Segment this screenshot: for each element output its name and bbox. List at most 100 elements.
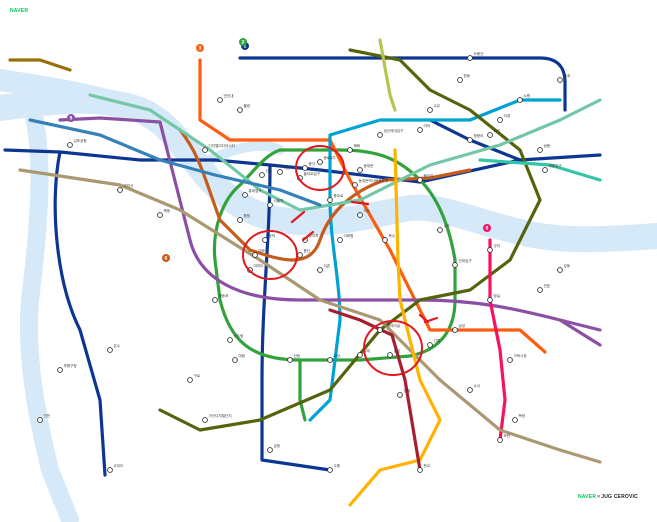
station-34[interactable]	[242, 192, 248, 198]
station-1[interactable]	[457, 77, 463, 83]
station-33[interactable]	[237, 217, 243, 223]
station-label-41: 이태원	[344, 233, 354, 238]
line-badge-circle-5	[67, 114, 75, 122]
station-2[interactable]	[517, 97, 523, 103]
station-7[interactable]	[357, 167, 363, 173]
station-64[interactable]	[37, 417, 43, 423]
line-badge-circle-8	[483, 224, 491, 232]
station-label-7: 동대문	[364, 163, 375, 168]
station-68[interactable]	[417, 467, 423, 473]
line-badge-circle-6	[162, 254, 170, 262]
station-19[interactable]	[487, 247, 493, 253]
station-6[interactable]	[347, 147, 353, 153]
station-67[interactable]	[397, 392, 403, 398]
station-label-68: 판교	[424, 463, 431, 468]
line-badge-3: 3	[196, 44, 204, 52]
station-4[interactable]	[417, 127, 423, 133]
station-24[interactable]	[427, 342, 433, 348]
station-36[interactable]	[262, 237, 268, 243]
station-49[interactable]	[232, 357, 238, 363]
station-22[interactable]	[487, 297, 493, 303]
station-label-60: 태릉입구	[549, 163, 563, 168]
station-47[interactable]	[187, 377, 193, 383]
station-38[interactable]	[297, 252, 303, 258]
station-59[interactable]	[497, 117, 503, 123]
station-label-54: 복정	[519, 413, 526, 418]
station-48[interactable]	[202, 417, 208, 423]
station-label-53: 강동	[564, 263, 571, 268]
station-45[interactable]	[117, 187, 123, 193]
station-58[interactable]	[202, 147, 208, 153]
subway-line-1-segment-2	[260, 163, 332, 472]
station-label-20: 건대입구	[459, 258, 473, 263]
station-30[interactable]	[227, 337, 233, 343]
credit-naver: NAVER	[578, 494, 597, 500]
station-25[interactable]	[387, 352, 393, 358]
station-label-39: 이촌	[324, 263, 331, 268]
station-61[interactable]	[557, 77, 563, 83]
station-55[interactable]	[497, 437, 503, 443]
station-65[interactable]	[107, 467, 113, 473]
station-3[interactable]	[427, 107, 433, 113]
line-badge-2: 2	[239, 38, 247, 46]
station-9[interactable]	[302, 165, 308, 171]
station-53[interactable]	[557, 267, 563, 273]
station-label-51: 가락시장	[514, 353, 528, 358]
station-5[interactable]	[377, 132, 383, 138]
station-0[interactable]	[467, 55, 473, 61]
station-label-27: 고속터미널	[384, 323, 401, 328]
station-31[interactable]	[212, 297, 218, 303]
station-63[interactable]	[57, 367, 63, 373]
station-label-52: 천호	[544, 283, 551, 288]
station-label-16: 청량리	[474, 133, 484, 138]
station-label-3: 수유	[434, 103, 441, 108]
station-66[interactable]	[267, 447, 273, 453]
station-15[interactable]	[417, 177, 423, 183]
line-badge-label-1: 1	[243, 44, 246, 50]
station-60[interactable]	[542, 167, 548, 173]
station-35[interactable]	[259, 172, 265, 178]
subway-line-gimpo-segment-0	[8, 58, 72, 72]
station-57[interactable]	[237, 107, 243, 113]
station-11[interactable]	[267, 202, 273, 208]
station-label-32: 여의도	[254, 263, 265, 268]
station-17[interactable]	[487, 132, 493, 138]
station-39[interactable]	[317, 267, 323, 273]
subway-line-ui-segment-0	[378, 38, 397, 112]
station-20[interactable]	[452, 262, 458, 268]
station-16[interactable]	[467, 137, 473, 143]
station-69[interactable]	[327, 467, 333, 473]
station-46[interactable]	[157, 212, 163, 218]
station-43[interactable]	[382, 237, 388, 243]
station-10[interactable]	[277, 169, 283, 175]
station-8[interactable]	[317, 159, 323, 165]
station-13[interactable]	[327, 197, 333, 203]
station-label-56: 연신내	[224, 93, 234, 98]
station-50[interactable]	[467, 387, 473, 393]
station-27[interactable]	[377, 327, 383, 333]
station-37[interactable]	[252, 252, 258, 258]
station-29[interactable]	[287, 357, 293, 363]
credit-logo: NAVER×JUG CEROVIC	[578, 494, 638, 500]
naver-logo: NAVER	[10, 8, 29, 14]
station-23[interactable]	[452, 327, 458, 333]
station-label-37: 마포	[259, 248, 266, 253]
station-26[interactable]	[357, 352, 363, 358]
station-14[interactable]	[352, 182, 358, 188]
subway-line-1-segment-3	[53, 150, 107, 477]
station-51[interactable]	[507, 357, 513, 363]
station-54[interactable]	[512, 417, 518, 423]
station-21[interactable]	[437, 227, 443, 233]
station-44[interactable]	[67, 142, 73, 148]
station-28[interactable]	[327, 357, 333, 363]
station-label-45: 까치산	[124, 183, 135, 188]
station-18[interactable]	[537, 147, 543, 153]
station-62[interactable]	[107, 347, 113, 353]
station-label-43: 옥수	[389, 233, 396, 238]
station-56[interactable]	[217, 97, 223, 103]
station-42[interactable]	[357, 212, 363, 218]
station-41[interactable]	[337, 237, 343, 243]
station-label-21: 성수	[444, 223, 451, 228]
station-52[interactable]	[537, 287, 543, 293]
station-label-9: 종각	[309, 161, 316, 166]
